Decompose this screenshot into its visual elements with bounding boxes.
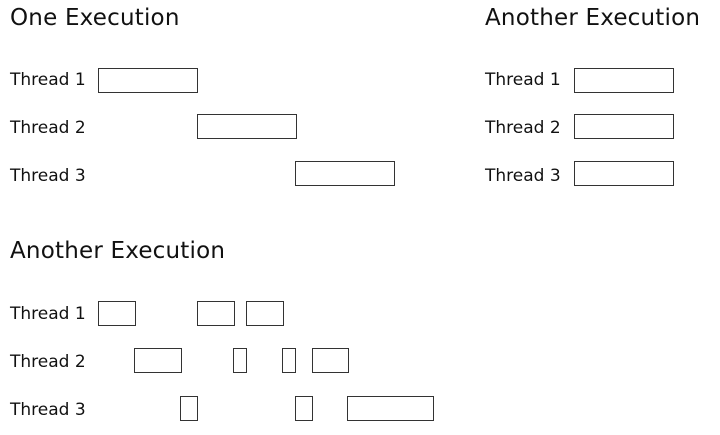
execution-bar bbox=[197, 301, 235, 326]
execution-bar bbox=[295, 396, 313, 421]
panel-title: Another Execution bbox=[485, 5, 701, 31]
execution-bar bbox=[98, 68, 198, 93]
execution-bar bbox=[282, 348, 296, 373]
panel-title: One Execution bbox=[10, 5, 180, 31]
thread-label: Thread 3 bbox=[10, 400, 86, 420]
execution-bar bbox=[574, 68, 674, 93]
thread-label: Thread 1 bbox=[485, 70, 561, 90]
execution-bar bbox=[574, 161, 674, 186]
execution-bar bbox=[574, 114, 674, 139]
execution-bar bbox=[295, 161, 395, 186]
thread-label: Thread 2 bbox=[10, 118, 86, 138]
execution-bar bbox=[134, 348, 182, 373]
panel-title: Another Execution bbox=[10, 238, 226, 264]
thread-label: Thread 1 bbox=[10, 70, 86, 90]
thread-label: Thread 3 bbox=[485, 166, 561, 186]
execution-bar bbox=[233, 348, 247, 373]
execution-bar bbox=[246, 301, 284, 326]
execution-bar bbox=[98, 301, 136, 326]
thread-label: Thread 1 bbox=[10, 304, 86, 324]
execution-bar bbox=[197, 114, 297, 139]
thread-label: Thread 3 bbox=[10, 166, 86, 186]
thread-label: Thread 2 bbox=[10, 352, 86, 372]
execution-bar bbox=[347, 396, 434, 421]
execution-bar bbox=[180, 396, 198, 421]
execution-bar bbox=[312, 348, 349, 373]
thread-label: Thread 2 bbox=[485, 118, 561, 138]
